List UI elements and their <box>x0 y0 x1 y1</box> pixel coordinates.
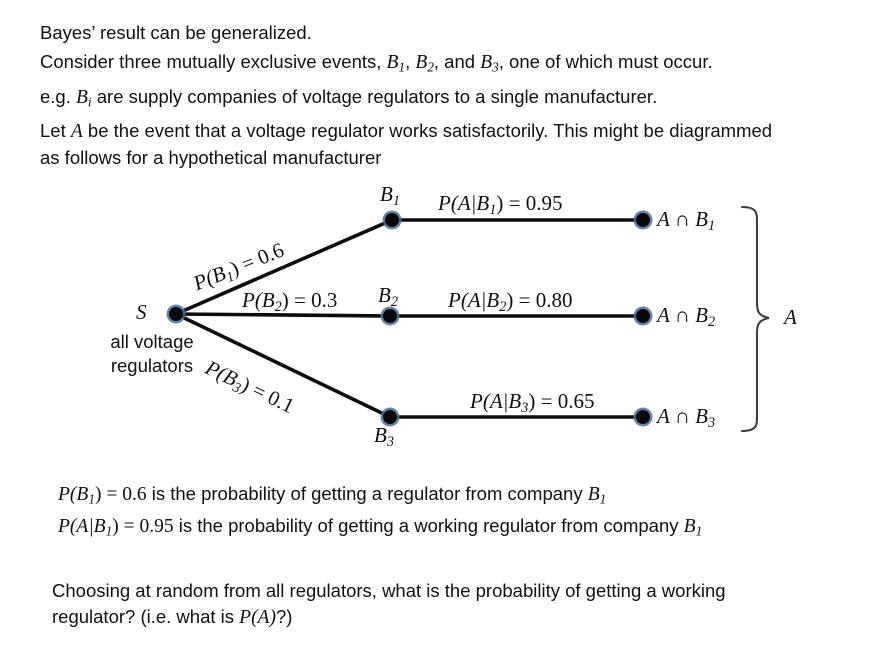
explanation-item-1: P(B1) = 0.6 is the probability of gettin… <box>58 481 606 513</box>
intro-line-2: Consider three mutually exclusive events… <box>40 49 713 81</box>
prior-b1-value: ) = 0.6 <box>226 237 288 281</box>
root-caption-line-1: all voltage <box>110 331 194 352</box>
event-a-inline: A <box>70 121 83 142</box>
outcome-label-3: A ∩ B3 <box>657 404 715 432</box>
cond-b1-subscript: 1 <box>489 201 497 218</box>
explanation-1-formula-head: P(B <box>58 484 89 505</box>
node-b2-label: B2 <box>378 283 398 311</box>
prior-b2-subscript: 2 <box>274 298 282 315</box>
outcome-label-1: A ∩ B1 <box>657 207 715 235</box>
root-node-caption: all voltage regulators <box>92 330 212 378</box>
event-b1-inline: B1 <box>386 52 406 75</box>
explanation-2-formula: P(A|B1) = 0.95 <box>58 516 174 539</box>
node-b3-subscript: 3 <box>386 433 394 450</box>
explanation-1-formula: P(B1) = 0.6 <box>58 484 147 507</box>
event-bi-letter: B <box>76 87 88 108</box>
intro-line-3-part-a: e.g. <box>40 86 76 107</box>
closing-question: Choosing at random from all regulators, … <box>52 578 752 631</box>
node-b1-label: B1 <box>380 182 400 210</box>
outcome-3-head: A ∩ B <box>657 404 708 428</box>
explanation-1-company-letter: B <box>587 484 600 505</box>
closing-question-formula: P(A) <box>239 607 276 628</box>
event-b1-subscript: 1 <box>398 59 406 75</box>
outcome-2-subscript: 2 <box>707 313 716 330</box>
brace-label-a-text: A <box>784 305 797 329</box>
event-b2-subscript: 2 <box>427 59 434 75</box>
cond-b2-head: P(A|B <box>448 288 500 312</box>
explanation-2-text: is the probability of getting a working … <box>173 515 684 536</box>
explanation-1-formula-subscript: 1 <box>88 491 95 507</box>
node-b3-letter: B <box>374 423 387 447</box>
explanation-2-formula-head: P(A|B <box>58 516 106 537</box>
explanation-2-company-letter: B <box>683 516 696 537</box>
node-b3-label: B3 <box>374 423 394 451</box>
intro-line-1: Bayes’ result can be generalized. <box>40 20 312 46</box>
cond-b1-head: P(A|B <box>438 191 490 215</box>
prior-b1-head: P(B <box>189 260 230 296</box>
intro-line-3-part-c: are supply companies of voltage regulato… <box>91 86 658 107</box>
brace-label-a: A <box>784 305 797 330</box>
explanation-1-company-subscript: 1 <box>599 491 607 507</box>
explanation-2-formula-subscript: 1 <box>105 523 113 539</box>
event-b3-inline: B3 <box>480 52 499 75</box>
outcome-label-2: A ∩ B2 <box>657 303 715 331</box>
outcome-1-head: A ∩ B <box>657 207 708 231</box>
event-b2-letter: B <box>415 52 428 73</box>
event-b1-letter: B <box>386 52 399 73</box>
prior-probability-b2: P(B2) = 0.3 <box>242 288 337 316</box>
event-bi-subscript: i <box>87 94 92 110</box>
outcome-2-head: A ∩ B <box>657 303 708 327</box>
closing-question-text: Choosing at random from all regulators, … <box>52 580 726 627</box>
node-outcome-3 <box>633 407 653 427</box>
intro-line-4-part-a: Let <box>40 120 71 141</box>
outcome-1-subscript: 1 <box>707 217 716 234</box>
node-root-s <box>166 304 186 324</box>
explanation-1-company: B1 <box>587 484 607 507</box>
explanation-2-formula-value: ) = 0.95 <box>112 516 174 537</box>
cond-b3-subscript: 3 <box>521 399 529 416</box>
intro-line-3: e.g. Bi are supply companies of voltage … <box>40 84 657 116</box>
explanation-1-text: is the probability of getting a regulato… <box>146 483 588 504</box>
intro-line-2-part-c: , <box>405 51 416 72</box>
grouping-brace <box>740 205 770 433</box>
node-outcome-2 <box>633 306 653 326</box>
intro-line-4-part-c: be the event that a voltage regulator wo… <box>40 120 773 168</box>
node-b2-letter: B <box>378 283 391 307</box>
conditional-probability-b1: P(A|B1) = 0.95 <box>438 191 562 219</box>
node-b1-letter: B <box>380 182 393 206</box>
root-node-symbol: S <box>136 300 147 325</box>
event-b3-subscript: 3 <box>492 59 499 75</box>
cond-b1-value: ) = 0.95 <box>496 191 563 215</box>
cond-b2-value: ) = 0.80 <box>506 288 573 312</box>
explanation-2-company-subscript: 1 <box>695 523 703 539</box>
conditional-probability-b3: P(A|B3) = 0.65 <box>470 389 594 417</box>
intro-line-4: Let A be the event that a voltage regula… <box>40 118 780 171</box>
node-b1 <box>382 210 402 230</box>
node-b2-subscript: 2 <box>390 293 398 310</box>
prior-b2-value: ) = 0.3 <box>281 288 338 312</box>
event-b3-letter: B <box>480 52 493 73</box>
closing-question-tail: ?) <box>275 606 293 627</box>
prior-b3-value: ) = 0.1 <box>237 372 299 419</box>
explanation-2-company: B1 <box>683 516 703 539</box>
prior-b2-head: P(B <box>242 288 275 312</box>
intro-line-2-part-e: , and <box>433 51 481 72</box>
cond-b3-head: P(A|B <box>470 389 522 413</box>
cond-b2-subscript: 2 <box>499 298 507 315</box>
intro-line-2-part-g: , one of which must occur. <box>498 51 713 72</box>
event-bi-inline: Bi <box>76 87 92 110</box>
outcome-3-subscript: 3 <box>707 414 716 431</box>
explanation-item-2: P(A|B1) = 0.95 is the probability of get… <box>58 513 818 545</box>
intro-line-1-text: Bayes’ result can be generalized. <box>40 22 312 43</box>
root-caption-line-2: regulators <box>110 355 194 376</box>
node-b1-subscript: 1 <box>392 192 400 209</box>
explanation-1-formula-value: ) = 0.6 <box>94 484 147 505</box>
conditional-probability-b2: P(A|B2) = 0.80 <box>448 288 572 316</box>
intro-line-2-part-a: Consider three mutually exclusive events… <box>40 51 387 72</box>
event-b2-inline: B2 <box>415 52 434 75</box>
root-node-symbol-text: S <box>136 300 147 324</box>
cond-b3-value: ) = 0.65 <box>528 389 595 413</box>
prior-probability-b3: P(B3) = 0.1 <box>200 355 298 421</box>
node-outcome-1 <box>633 210 653 230</box>
